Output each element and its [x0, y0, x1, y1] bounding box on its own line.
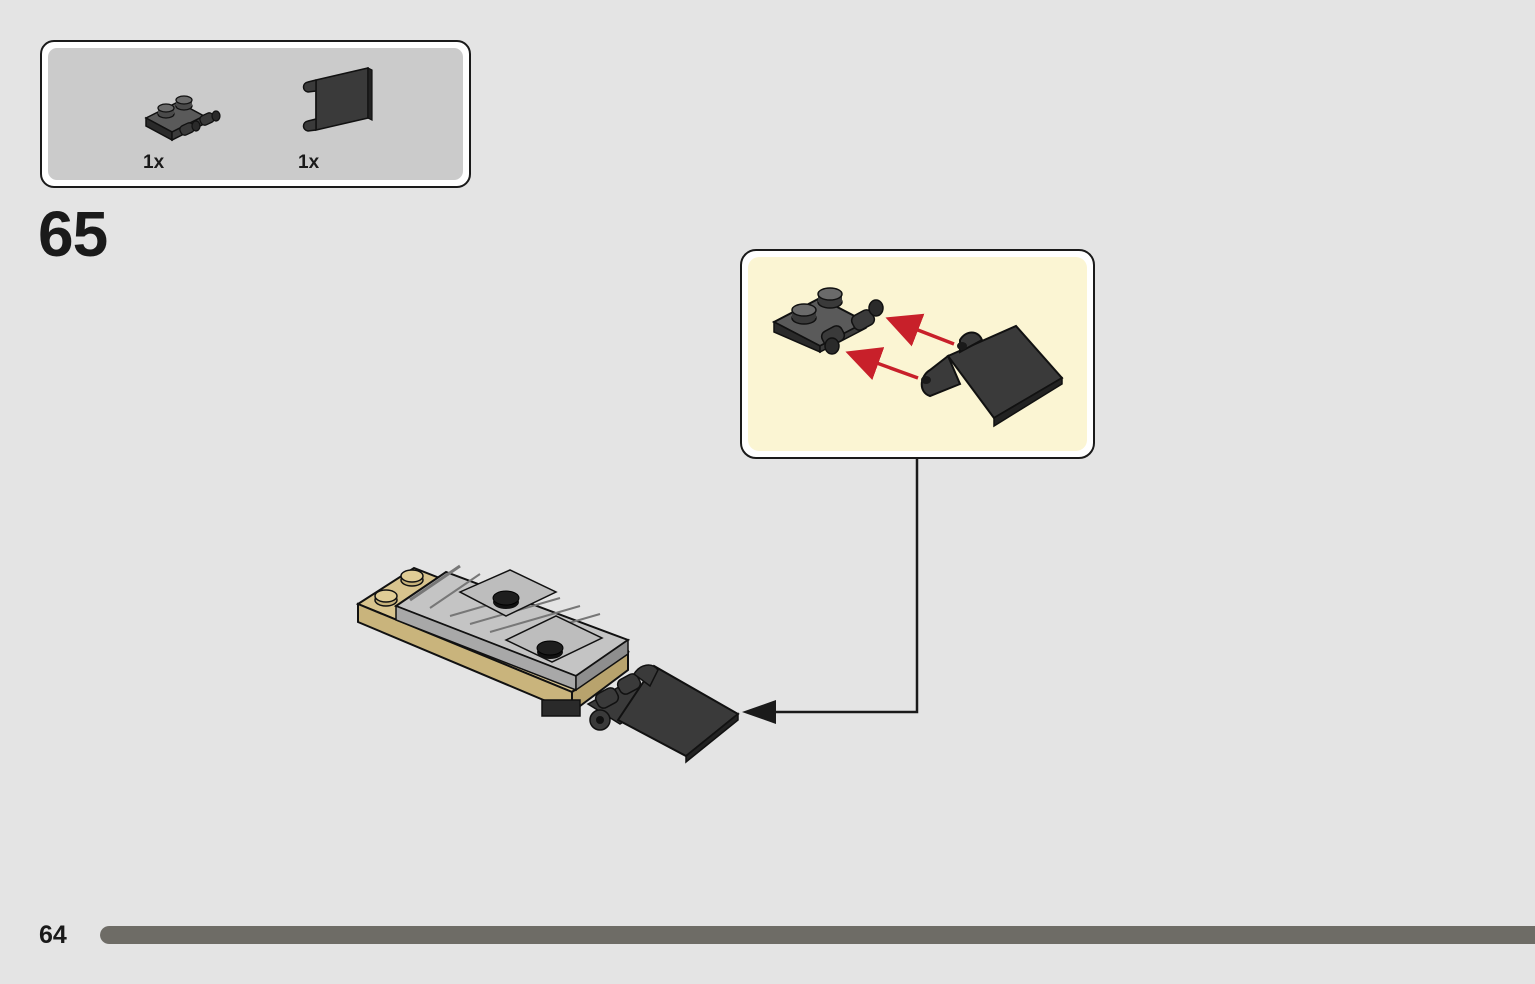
main-model: [355, 564, 740, 764]
parts-list-panel: 1x 1x: [48, 48, 463, 180]
progress-bar-fill: [100, 926, 1535, 944]
page-number: 64: [39, 921, 67, 949]
flag-with-clips-part-icon: [294, 64, 374, 144]
callout-pointer-arrowhead-icon: [742, 700, 776, 724]
part-quantity-label: 1x: [298, 152, 320, 173]
step-number: 65: [38, 198, 108, 270]
callout-box: [740, 249, 1095, 459]
callout-plate-with-clips: [771, 287, 884, 355]
callout-flag-with-clips: [920, 324, 1064, 428]
parts-list-box: 1x 1x: [40, 40, 471, 188]
part-quantity-label: 1x: [143, 152, 165, 173]
insert-arrow-icon: [845, 347, 919, 381]
progress-bar: [100, 926, 1535, 944]
plate-with-clips-part-icon: [140, 94, 230, 146]
callout-pointer-line: [772, 459, 919, 714]
insert-arrow-icon: [885, 313, 955, 347]
